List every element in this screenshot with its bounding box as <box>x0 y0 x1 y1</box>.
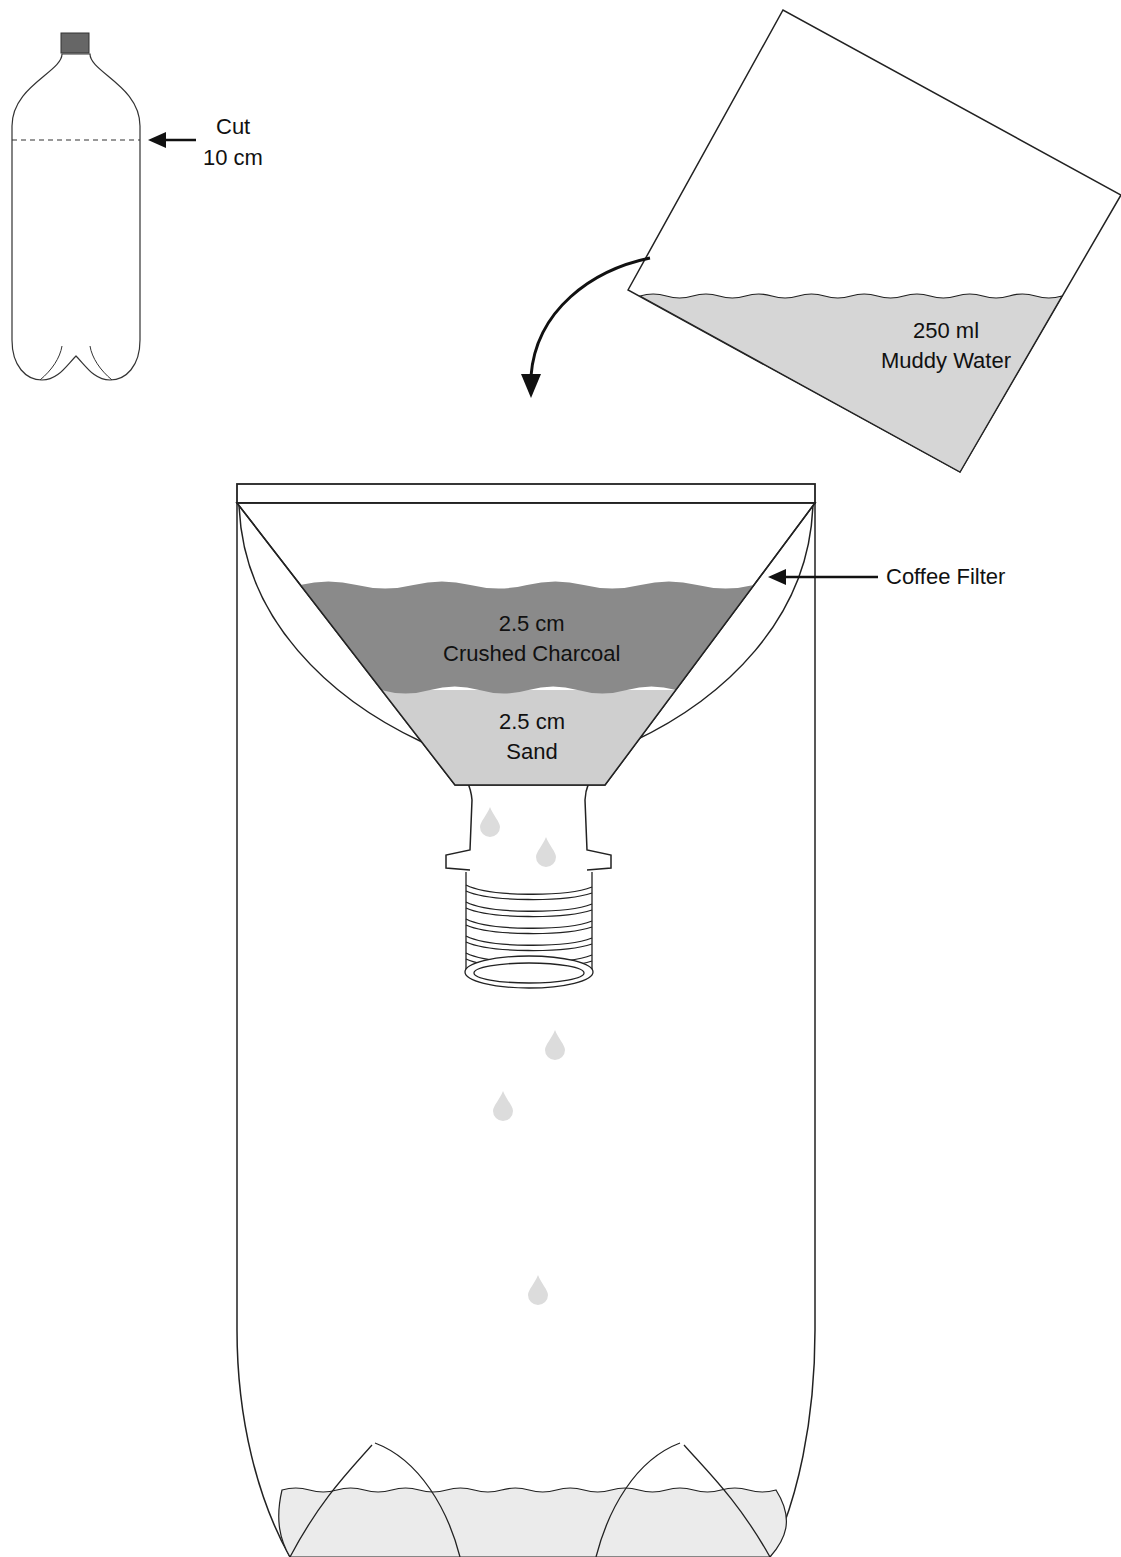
bottle-cap <box>61 33 89 53</box>
coffee-filter <box>237 503 815 785</box>
water-label-box: 250 mlMuddy Water <box>881 316 1011 376</box>
arrow-head <box>521 374 541 398</box>
cut-line <box>12 139 140 140</box>
thread <box>466 919 592 928</box>
bottle-mouth <box>465 956 593 988</box>
dimension-text: 2.5 cm <box>499 707 565 737</box>
bottle-base <box>237 503 815 1557</box>
bottle-threads <box>465 872 593 988</box>
thread <box>466 902 592 911</box>
beaker <box>628 10 1121 472</box>
arrow-head <box>148 132 166 148</box>
sand-layer-box: 2.5 cmSand <box>499 707 565 767</box>
thread <box>466 908 592 917</box>
layer-name: Sand <box>499 737 565 767</box>
thread <box>466 925 592 934</box>
coffee-filter <box>237 503 815 785</box>
cut-label: Cut <box>216 113 250 141</box>
water-drop <box>480 807 500 837</box>
part-label: Coffee Filter <box>886 563 1005 591</box>
water-drop <box>545 1030 565 1060</box>
arrow-head <box>768 569 786 585</box>
small-bottle <box>12 54 140 380</box>
charcoal-layer-box: 2.5 cmCrushed Charcoal <box>443 609 620 669</box>
water-drop <box>536 837 556 867</box>
filtered-water <box>279 1488 787 1557</box>
bottle-mouth <box>474 963 584 983</box>
water-drop <box>493 1091 513 1121</box>
water-drop <box>528 1275 548 1305</box>
layer-name: Crushed Charcoal <box>443 639 620 669</box>
thread <box>466 942 592 951</box>
leader-line <box>782 576 878 579</box>
neck <box>466 872 592 970</box>
bottle-rim <box>237 484 815 503</box>
muddy-water <box>640 294 1062 472</box>
dimension-label: 10 cm <box>203 144 263 172</box>
dimension-text: 250 ml <box>881 316 1011 346</box>
dimension-text: 2.5 cm <box>443 609 620 639</box>
thread <box>466 936 592 945</box>
layer-name: Muddy Water <box>881 346 1011 376</box>
water-drops <box>480 807 565 1305</box>
bottle-feet <box>290 1443 770 1557</box>
thread <box>466 891 592 900</box>
bottle-feet <box>40 346 112 380</box>
thread <box>466 885 592 894</box>
pour-arrow <box>531 258 650 376</box>
sand-layer <box>381 690 676 785</box>
